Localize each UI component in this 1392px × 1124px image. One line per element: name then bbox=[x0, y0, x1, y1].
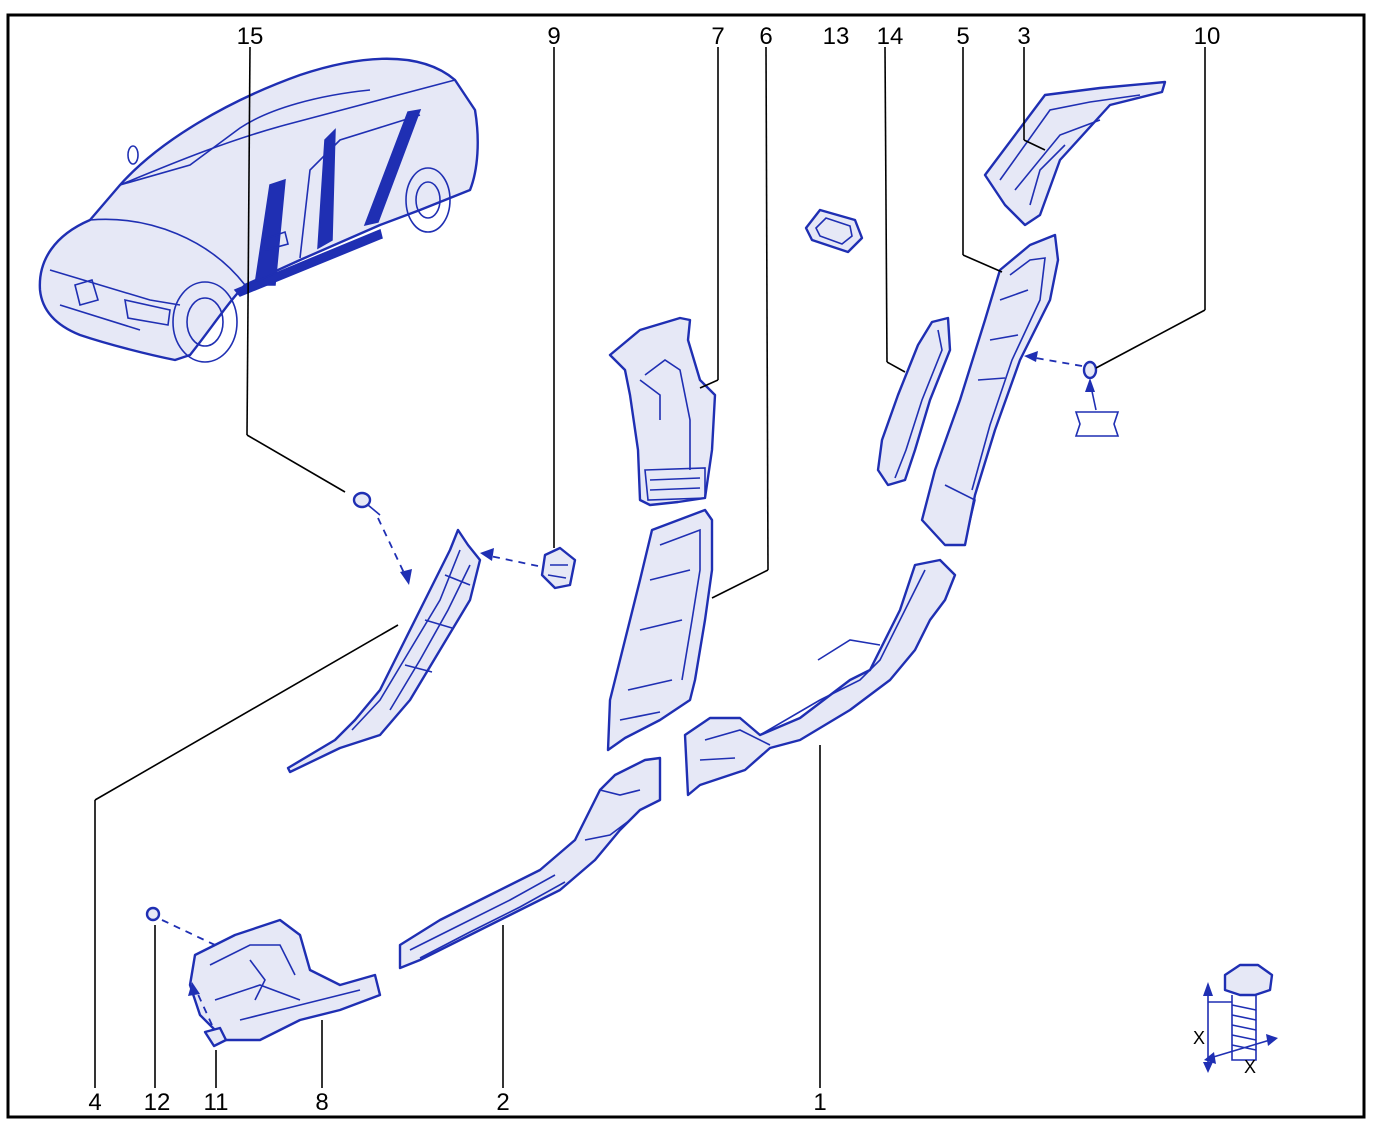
callout-5: 5 bbox=[956, 23, 969, 50]
callout-11: 11 bbox=[204, 1089, 229, 1116]
callout-15: 15 bbox=[237, 23, 264, 50]
bolt-legend-x-horizontal: X bbox=[1244, 1057, 1256, 1077]
part-1-rear-sill bbox=[683, 558, 957, 797]
callout-8: 8 bbox=[315, 1089, 328, 1116]
callout-9: 9 bbox=[547, 23, 560, 50]
callout-2: 2 bbox=[496, 1089, 509, 1116]
callout-6: 6 bbox=[759, 23, 772, 50]
callout-10: 10 bbox=[1194, 23, 1221, 50]
callout-3: 3 bbox=[1017, 23, 1030, 50]
callout-4: 4 bbox=[88, 1089, 101, 1116]
part-11-clip bbox=[188, 982, 228, 1048]
bolt-legend bbox=[1203, 963, 1278, 1073]
part-12-screw bbox=[145, 906, 216, 946]
part-6-b-pillar-lower bbox=[606, 508, 714, 752]
bolt-legend-x-vertical: X bbox=[1193, 1028, 1205, 1048]
part-4-a-pillar bbox=[286, 528, 482, 774]
part-9-clip bbox=[480, 546, 577, 590]
part-5-pillar-trim bbox=[920, 233, 1060, 547]
callout-12: 12 bbox=[144, 1089, 171, 1116]
part-2-front-sill bbox=[398, 756, 662, 970]
callout-7: 7 bbox=[711, 23, 724, 50]
part-13-grommet bbox=[804, 208, 864, 254]
car-illustration bbox=[38, 57, 479, 363]
diagram-border bbox=[6, 13, 1366, 1119]
part-10-clip bbox=[1024, 351, 1120, 437]
callout-13: 13 bbox=[823, 23, 850, 50]
leader-lines bbox=[94, 46, 1206, 1088]
part-15-screw bbox=[352, 491, 412, 585]
callout-14: 14 bbox=[877, 23, 904, 50]
part-8-footwell-trim bbox=[188, 918, 382, 1042]
part-7-b-pillar-upper bbox=[608, 316, 717, 507]
callout-1: 1 bbox=[813, 1089, 826, 1116]
part-14-trim-cover bbox=[876, 316, 952, 487]
part-3-upper-trim bbox=[983, 80, 1167, 227]
